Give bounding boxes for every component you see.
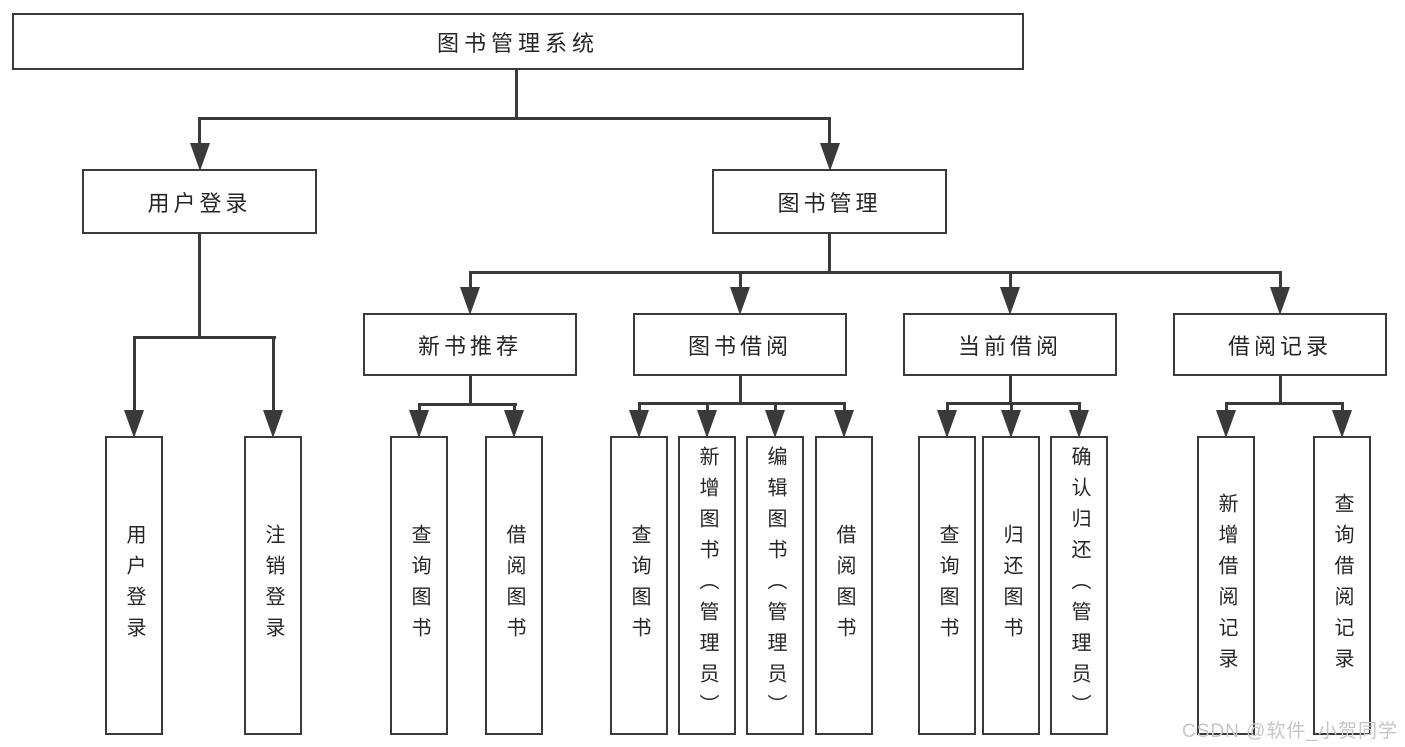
arrow-down-icon [629, 410, 649, 438]
connector-line [132, 336, 136, 412]
leaf-label: 查询图书 [936, 523, 958, 648]
node-new-book-recommend: 新书推荐 [363, 313, 577, 376]
watermark: CSDN @软件_小贺同学 [1182, 721, 1398, 742]
leaf-query-borrow-record: 查询借阅记录 [1313, 436, 1371, 735]
leaf-label: 新增借阅记录 [1215, 492, 1237, 679]
connector-line [637, 402, 641, 413]
connector-line [512, 403, 516, 413]
connector-line [773, 402, 777, 413]
leaf-label: 新增图书（管理员） [696, 446, 718, 725]
connector-line [468, 271, 472, 289]
arrow-down-icon [937, 410, 957, 438]
arrow-down-icon [697, 410, 717, 438]
arrow-down-icon [1332, 410, 1352, 438]
connector-line [468, 374, 472, 406]
leaf-label: 查询图书 [628, 523, 650, 648]
arrow-down-icon [730, 287, 750, 315]
node-label: 图书管理系统 [436, 30, 599, 56]
leaf-edit-book-admin: 编辑图书（管理员） [746, 436, 804, 735]
connector-line [1224, 402, 1344, 405]
connector-line [198, 117, 831, 120]
leaf-add-borrow-record: 新增借阅记录 [1197, 436, 1255, 735]
leaf-query-books-borrow: 查询图书 [610, 436, 668, 735]
arrow-down-icon [124, 410, 144, 438]
leaf-label: 查询借阅记录 [1331, 492, 1353, 679]
leaf-label: 确认归还（管理员） [1068, 446, 1090, 725]
connector-line [1009, 402, 1013, 413]
arrow-down-icon [1001, 410, 1021, 438]
connector-line [417, 403, 517, 406]
arrow-down-icon [1069, 410, 1089, 438]
leaf-user-login: 用户登录 [105, 436, 163, 735]
connector-line [842, 402, 846, 413]
leaf-query-books-current: 查询图书 [918, 436, 976, 735]
connector-line [1008, 271, 1012, 289]
leaf-label: 注销登录 [262, 523, 284, 648]
leaf-label: 查询图书 [408, 523, 430, 648]
leaf-label: 借阅图书 [833, 523, 855, 648]
connector-line [1278, 271, 1282, 289]
node-label: 借阅记录 [1227, 333, 1332, 359]
arrow-down-icon [765, 410, 785, 438]
node-label: 图书管理 [777, 190, 882, 216]
leaf-borrow-books: 借阅图书 [815, 436, 873, 735]
node-book-borrowing: 图书借阅 [633, 313, 847, 376]
connector-line [945, 402, 949, 413]
connector-line [271, 336, 275, 412]
connector-line [637, 402, 846, 405]
node-borrowing-records: 借阅记录 [1173, 313, 1387, 376]
connector-line [1077, 402, 1081, 413]
arrow-down-icon [263, 410, 283, 438]
arrow-down-icon [409, 410, 429, 438]
connector-line [198, 117, 201, 145]
leaf-query-books-recommend: 查询图书 [390, 436, 448, 735]
leaf-label: 归还图书 [1000, 523, 1022, 648]
node-user-login: 用户登录 [82, 169, 317, 234]
arrow-down-icon [1216, 410, 1236, 438]
leaf-add-book-admin: 新增图书（管理员） [678, 436, 736, 735]
arrow-down-icon [460, 287, 480, 315]
leaf-return-books: 归还图书 [982, 436, 1040, 735]
connector-line [738, 374, 742, 405]
arrow-down-icon [1270, 287, 1290, 315]
connector-line [515, 68, 518, 120]
connector-line [705, 402, 709, 413]
leaf-label: 用户登录 [123, 523, 145, 648]
node-label: 新书推荐 [417, 333, 522, 359]
leaf-label: 借阅图书 [503, 523, 525, 648]
connector-line [417, 403, 421, 413]
node-label: 用户登录 [147, 190, 252, 216]
leaf-confirm-return-admin: 确认归还（管理员） [1050, 436, 1108, 735]
connector-line [828, 231, 831, 274]
node-label: 图书借阅 [687, 333, 792, 359]
connector-line [1340, 402, 1344, 413]
connector-line [1278, 374, 1282, 405]
connector-line [828, 117, 831, 145]
arrow-down-icon [189, 143, 210, 171]
connector-line [1008, 374, 1012, 405]
node-label: 当前借阅 [957, 333, 1062, 359]
connector-line [1224, 402, 1228, 413]
connector-line [198, 232, 201, 339]
leaf-borrow-books-recommend: 借阅图书 [485, 436, 543, 735]
connector-line [738, 271, 742, 289]
node-current-borrowing: 当前借阅 [903, 313, 1117, 376]
node-book-management: 图书管理 [712, 169, 947, 234]
arrow-down-icon [819, 143, 840, 171]
leaf-logout: 注销登录 [244, 436, 302, 735]
arrow-down-icon [504, 410, 524, 438]
arrow-down-icon [834, 410, 854, 438]
arrow-down-icon [1000, 287, 1020, 315]
connector-line [468, 271, 1282, 274]
node-library-system: 图书管理系统 [12, 13, 1024, 70]
connector-line [132, 336, 276, 339]
connector-line [945, 402, 1081, 405]
leaf-label: 编辑图书（管理员） [764, 446, 786, 725]
